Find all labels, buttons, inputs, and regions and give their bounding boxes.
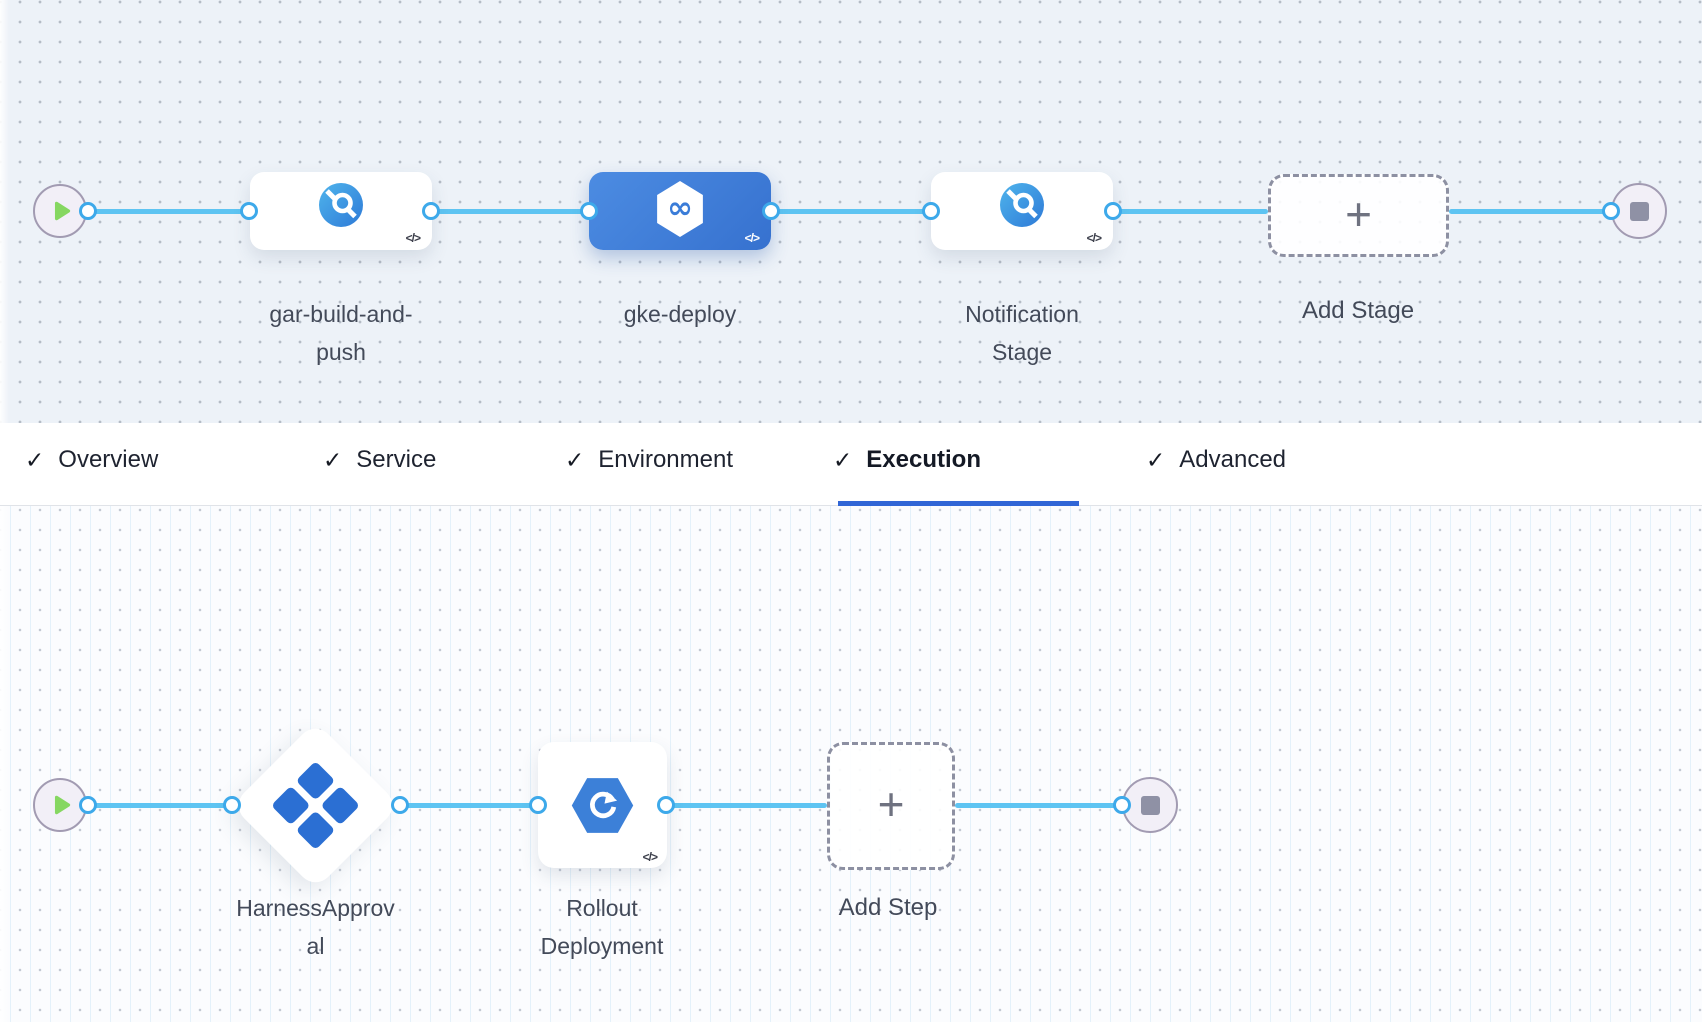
connector-line (88, 803, 232, 808)
play-icon (54, 201, 71, 221)
add-stage-label: Add Stage (1301, 297, 1415, 324)
check-icon: ✓ (1146, 446, 1166, 473)
approval-icon (270, 760, 361, 851)
code-view-icon[interactable]: </> (744, 231, 760, 245)
stage-label: gar-build-and-push (269, 301, 413, 365)
connection-port[interactable] (79, 202, 97, 220)
step-label: Rollout Deployment (540, 895, 664, 959)
connector-line (666, 803, 827, 808)
connection-port[interactable] (529, 796, 547, 814)
code-view-icon[interactable]: </> (405, 231, 421, 245)
plus-icon: + (1345, 187, 1372, 240)
connection-port[interactable] (762, 202, 780, 220)
connection-port[interactable] (922, 202, 940, 220)
connector-line (431, 209, 589, 214)
check-icon: ✓ (565, 446, 585, 473)
connection-port[interactable] (223, 796, 241, 814)
tab-service[interactable]: ✓ Service (323, 446, 437, 473)
connection-port[interactable] (422, 202, 440, 220)
tab-execution[interactable]: ✓ Execution (833, 446, 981, 473)
check-icon: ✓ (323, 446, 343, 473)
check-icon: ✓ (25, 446, 45, 473)
connection-port[interactable] (580, 202, 598, 220)
connection-port[interactable] (391, 796, 409, 814)
tab-environment[interactable]: ✓ Environment (565, 446, 734, 473)
stage-card-notification-stage[interactable]: </> (931, 172, 1113, 250)
connection-port[interactable] (79, 796, 97, 814)
connector-line (771, 209, 931, 214)
canvas-left-gutter (0, 0, 9, 423)
stop-icon (1629, 201, 1649, 221)
step-rollout-deployment[interactable]: </> (538, 742, 667, 868)
connection-port[interactable] (1113, 796, 1131, 814)
check-icon: ✓ (833, 446, 853, 473)
gke-icon (571, 777, 635, 834)
artifact-registry-icon (318, 182, 364, 233)
code-view-icon[interactable]: </> (1086, 231, 1102, 245)
stage-card-gke-deploy[interactable]: ∞ </> (589, 172, 771, 250)
tab-advanced[interactable]: ✓ Advanced (1146, 446, 1287, 473)
code-view-icon[interactable]: </> (642, 850, 658, 864)
canvas-left-gutter (0, 506, 9, 1022)
connector-line (400, 803, 538, 808)
play-icon (54, 795, 71, 815)
execution-canvas[interactable]: HarnessApproval </> Rollout Deployment +… (0, 506, 1702, 1022)
connection-port[interactable] (657, 796, 675, 814)
add-stage-button[interactable]: + (1268, 174, 1449, 257)
connection-port[interactable] (240, 202, 258, 220)
stage-config-tabbar: ✓ Overview ✓ Service ✓ Environment ✓ Exe… (0, 423, 1702, 506)
stage-label: Notification Stage (965, 301, 1079, 365)
harness-cd-icon: ∞ (654, 181, 706, 237)
connector-line (1449, 209, 1611, 214)
pipeline-start-node (33, 184, 87, 238)
stage-label: gke-deploy (623, 301, 737, 327)
tab-overview[interactable]: ✓ Overview (25, 446, 159, 473)
connector-line (1113, 209, 1268, 214)
stage-canvas[interactable]: </> gar-build-and-push ∞ </> gke-deploy (0, 0, 1702, 423)
add-step-button[interactable]: + (827, 742, 955, 870)
connector-line (955, 803, 1122, 808)
stage-card-gar-build-and-push[interactable]: </> (250, 172, 432, 250)
execution-start-node (33, 778, 87, 832)
connector-line (88, 209, 249, 214)
custom-stage-icon (999, 182, 1045, 233)
connection-port[interactable] (1602, 202, 1620, 220)
plus-icon: + (877, 778, 905, 830)
step-harness-approval[interactable] (231, 721, 400, 890)
pipeline-end-node (1611, 183, 1667, 239)
stop-icon (1140, 795, 1160, 815)
add-step-label: Add Step (838, 894, 938, 921)
connection-port[interactable] (1104, 202, 1122, 220)
step-label: HarnessApproval (236, 895, 395, 959)
active-tab-underline (838, 501, 1079, 506)
